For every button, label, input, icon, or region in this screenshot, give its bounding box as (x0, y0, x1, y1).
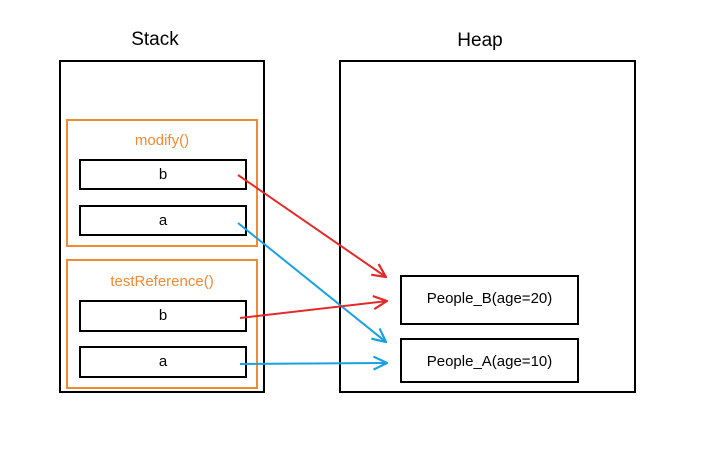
stack-var-a-modify: a (79, 205, 247, 236)
frame-label-testreference: testReference() (110, 273, 214, 290)
heap-panel (339, 60, 636, 393)
stack-var-b-modify: b (79, 159, 247, 190)
stack-var-b-testreference: b (79, 300, 247, 332)
heap-object-people-a: People_A(age=10) (400, 338, 579, 383)
heap-title: Heap (457, 30, 503, 51)
heap-object-people-b: People_B(age=20) (400, 275, 579, 325)
stack-title: Stack (131, 29, 179, 50)
frame-label-modify: modify() (134, 132, 190, 149)
stack-var-a-testreference: a (79, 346, 247, 378)
